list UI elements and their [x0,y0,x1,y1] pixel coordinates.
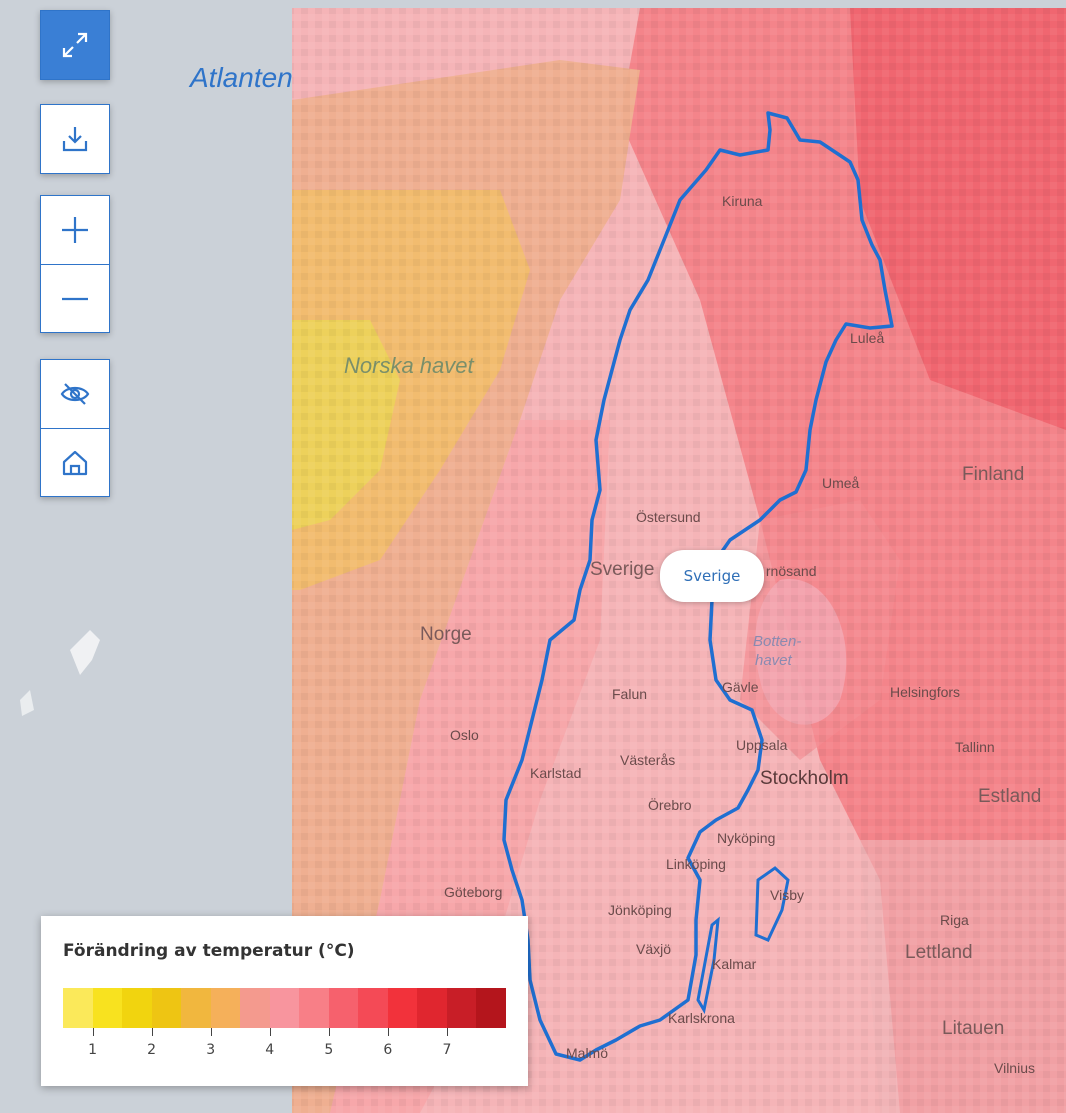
city-label-ostersund: Östersund [636,509,701,525]
legend-bin [210,988,241,1028]
sweden-border [502,111,894,1062]
city-label-lulea: Luleå [850,330,885,346]
legend-bin [387,988,418,1028]
city-label-goteborg: Göteborg [444,884,503,900]
legend-bin [476,988,506,1028]
view-control [40,359,110,497]
legend-tick [151,1028,153,1036]
city-label-oslo: Oslo [450,727,479,743]
legend-ticks: 1 2 3 4 5 6 7 [63,1028,506,1068]
legend-bin [63,988,93,1028]
zoom-in-button[interactable] [41,196,109,264]
country-label-norge: Norge [420,624,472,645]
legend-tick-label: 4 [265,1042,275,1058]
home-icon [62,450,88,475]
city-label-harnosand: Härnösand [748,563,817,579]
country-label-lettland: Lettland [905,942,973,963]
legend-bin [151,988,182,1028]
city-label-vaxjo: Växjö [636,941,672,957]
legend: Förändring av temperatur (°C) 1 2 3 4 5 6 7 [41,916,528,1086]
download-icon [62,127,88,152]
eye-off-icon [60,383,90,405]
city-label-helsingfors: Helsingfors [890,684,961,700]
legend-tick-label: 6 [383,1042,393,1058]
city-label-visby: Visby [770,887,804,903]
city-label-falun: Falun [612,686,648,702]
fullscreen-button[interactable] [41,11,109,79]
legend-tick-label: 3 [206,1042,216,1058]
fullscreen-control [40,10,110,80]
city-label-karlstad: Karlstad [530,765,582,781]
city-label-karlskrona: Karlskrona [668,1010,735,1026]
city-label-orebro: Örebro [648,797,692,813]
hide-layer-button[interactable] [41,360,109,428]
city-label-kalmar: Kalmar [712,956,757,972]
city-label-nykoping: Nyköping [717,830,776,846]
city-label-jonkoping: Jönköping [608,902,672,918]
legend-bin [417,988,447,1028]
sea-label-bottenhavet-2: havet [755,652,792,669]
legend-tick-label: 5 [324,1042,334,1058]
legend-tick-label: 7 [442,1042,452,1058]
legend-bin [358,988,388,1028]
sea-label-bottenhavet-1: Botten- [753,633,802,650]
legend-bin [299,988,329,1028]
city-label-riga: Riga [940,912,969,928]
legend-tick [92,1028,94,1036]
sea-label-atlanten: Atlanten [190,62,293,93]
city-label-gavle: Gävle [722,679,759,695]
legend-tick-label: 1 [88,1042,97,1058]
city-label-uppsala: Uppsala [736,737,788,753]
legend-bin [446,988,477,1028]
legend-bin [328,988,359,1028]
legend-bin [269,988,300,1028]
country-label-estland: Estland [978,786,1042,807]
legend-tick [269,1028,271,1036]
city-label-malmo: Malmö [566,1045,609,1061]
city-label-umea: Umeå [822,475,860,491]
plus-icon [62,217,88,243]
legend-tick [210,1028,212,1036]
city-label-vilnius: Vilnius [994,1060,1035,1076]
city-label-vasteras: Västerås [620,752,676,768]
country-label-sverige: Sverige [590,559,655,580]
download-button[interactable] [41,105,109,173]
legend-bin [92,988,123,1028]
city-label-kiruna: Kiruna [722,193,763,209]
legend-tick-label: 2 [147,1042,157,1058]
country-label-finland: Finland [962,464,1025,485]
legend-tick [387,1028,389,1036]
home-button[interactable] [41,428,109,496]
legend-tick [446,1028,448,1036]
minus-icon [62,297,88,300]
city-label-tallinn: Tallinn [955,739,995,755]
country-label-litauen: Litauen [942,1018,1005,1039]
zoom-control [40,195,110,333]
legend-color-scale [63,988,506,1028]
legend-tick [328,1028,330,1036]
city-label-stockholm: Stockholm [760,768,849,789]
zoom-out-button[interactable] [41,264,109,332]
legend-title: Förändring av temperatur (°C) [63,941,355,961]
legend-bin [122,988,152,1028]
legend-bin [240,988,270,1028]
sea-label-norska-havet: Norska havet [344,353,474,378]
region-tooltip[interactable]: Sverige [660,550,764,602]
legend-bin [181,988,211,1028]
city-label-linkoping: Linköping [666,856,726,872]
download-control [40,104,110,174]
expand-icon [62,32,88,58]
